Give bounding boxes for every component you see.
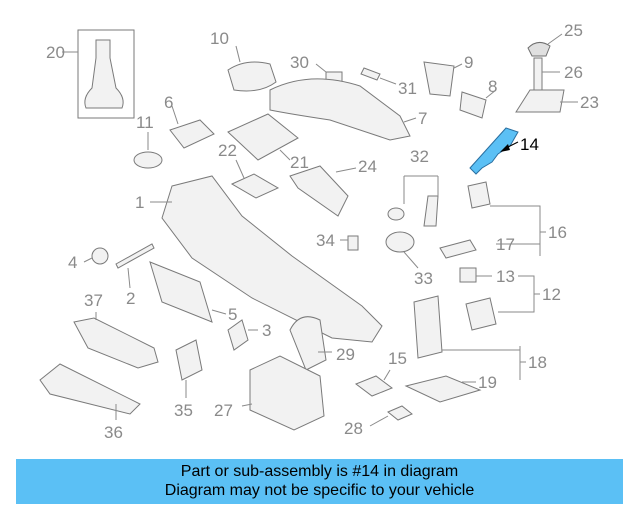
callout-10: 10	[210, 29, 229, 48]
part-1-console	[150, 175, 383, 343]
callout-33: 33	[414, 269, 433, 288]
parts-diagram: 1 2 3 4 5 6 7 8 9 10 11 12 13 14 15 16 1…	[39, 21, 599, 442]
callout-2: 2	[126, 289, 135, 308]
part-16-group	[467, 181, 546, 256]
part-13-switch	[459, 267, 492, 283]
part-14-highlighted	[469, 127, 519, 175]
part-9-bracket	[423, 61, 463, 97]
part-15-pad	[354, 369, 394, 397]
part-24-frame	[289, 165, 357, 217]
part-5-side-panel	[149, 261, 227, 323]
part-36-rail	[39, 363, 141, 420]
callout-37: 37	[84, 291, 103, 310]
part-31-pin	[360, 67, 397, 85]
callout-25: 25	[564, 21, 583, 40]
banner-line-disclaimer: Diagram may not be specific to your vehi…	[164, 482, 475, 499]
callout-30: 30	[290, 53, 309, 72]
part-17-bracket	[439, 239, 477, 259]
callout-26: 26	[564, 63, 583, 82]
part-23-bezel	[515, 89, 578, 113]
callout-9: 9	[464, 53, 473, 72]
part-25-knob	[527, 33, 563, 57]
callout-32: 32	[410, 147, 429, 166]
callout-14: 14	[520, 135, 539, 154]
part-12-group	[465, 275, 540, 331]
part-37-trim	[73, 312, 159, 369]
callout-13: 13	[496, 267, 515, 286]
part-35-holder	[175, 339, 203, 398]
callout-4: 4	[68, 253, 77, 272]
callout-29: 29	[336, 345, 355, 364]
callout-16: 16	[548, 223, 567, 242]
part-4-knob	[83, 247, 109, 265]
callout-11: 11	[136, 113, 154, 132]
part-19-tray	[404, 375, 482, 403]
callout-23: 23	[580, 93, 599, 112]
part-26-shaft	[533, 57, 560, 93]
part-6-cover	[169, 105, 215, 149]
callout-17: 17	[496, 235, 515, 254]
callout-6: 6	[164, 93, 173, 112]
part-33-socket	[385, 231, 419, 269]
part-28-clip	[369, 405, 413, 427]
banner-line-part: Part or sub-assembly is #14 in diagram	[180, 463, 459, 480]
part-18-group	[413, 295, 526, 380]
callout-28: 28	[344, 419, 363, 438]
part-34-screw	[340, 235, 359, 251]
info-banner: Part or sub-assembly is #14 in diagram D…	[16, 459, 623, 504]
callout-24: 24	[358, 157, 377, 176]
callout-34: 34	[316, 231, 335, 250]
callout-35: 35	[174, 401, 193, 420]
callout-3: 3	[262, 321, 271, 340]
part-2-bracket	[115, 243, 155, 289]
callout-21: 21	[290, 153, 309, 172]
part-10-tray	[227, 45, 277, 92]
callout-8: 8	[488, 77, 497, 96]
part-20-shift-boot	[62, 29, 135, 119]
callout-27: 27	[214, 401, 233, 420]
part-21-boot-frame	[227, 113, 299, 161]
part-32-connectors	[387, 175, 439, 227]
part-7-upper-panel	[269, 78, 417, 141]
callout-1: 1	[135, 193, 144, 212]
part-8-insert	[459, 89, 497, 119]
callout-12: 12	[542, 285, 561, 304]
callout-5: 5	[228, 305, 237, 324]
callout-19: 19	[478, 373, 497, 392]
part-11-cup	[133, 132, 163, 169]
part-29-lever	[289, 316, 332, 371]
callout-20: 20	[46, 43, 65, 62]
callout-15: 15	[388, 349, 407, 368]
callout-31: 31	[398, 79, 417, 98]
callout-labels: 1 2 3 4 5 6 7 8 9 10 11 12 13 14 15 16 1…	[46, 21, 599, 442]
part-27-mechanism	[241, 355, 325, 431]
callout-18: 18	[528, 353, 547, 372]
part-3-bracket	[227, 319, 258, 351]
callout-7: 7	[418, 109, 427, 128]
callout-22: 22	[218, 141, 237, 160]
part-22-plate	[230, 159, 280, 199]
callout-36: 36	[104, 423, 123, 442]
